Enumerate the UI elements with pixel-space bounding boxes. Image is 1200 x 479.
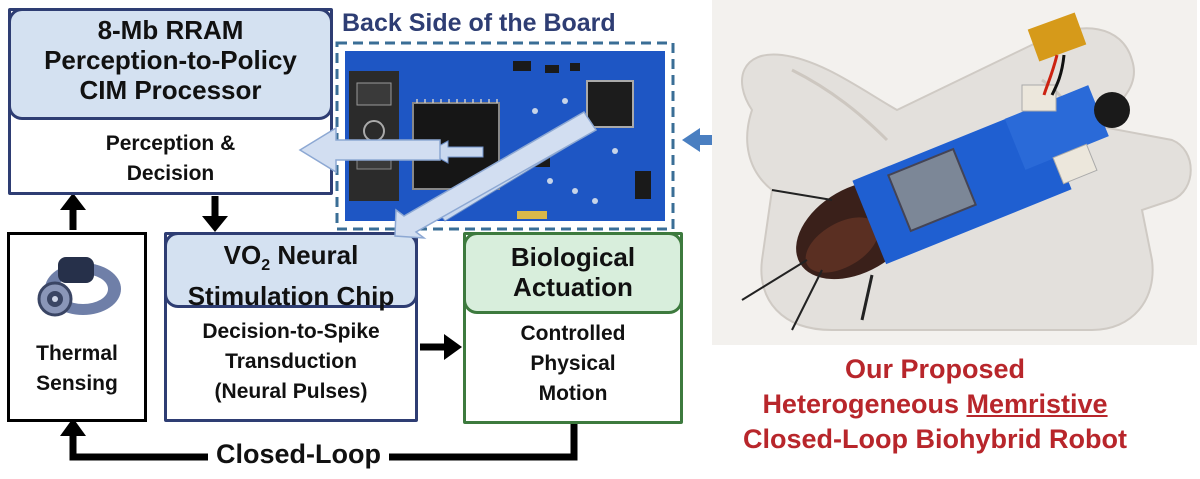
photo-to-board-arrow <box>682 128 722 152</box>
actuation-header: Biological Actuation <box>463 232 683 314</box>
actuation-body-line: Physical <box>530 352 616 375</box>
caption-line2: Heterogeneous Memristive <box>762 389 1108 419</box>
sensing-label-line: Sensing <box>36 372 118 395</box>
cim-processor-header: 8-Mb RRAM Perception-to-Policy CIM Proce… <box>8 8 333 120</box>
processor-body-line: Decision <box>126 162 215 185</box>
processor-body-line: Perception & <box>105 132 236 155</box>
chip-body-line: Transduction <box>225 350 357 373</box>
stimulation-chip-header: VO2 Neural Stimulation Chip <box>164 232 418 312</box>
actuation-title-line: Actuation <box>513 272 633 302</box>
caption-line1: Our Proposed <box>844 354 1026 384</box>
cim-processor-box: 8-Mb RRAM Perception-to-Policy CIM Proce… <box>8 8 333 195</box>
biological-actuation-box: Biological Actuation Controlled Physical… <box>463 232 683 424</box>
processor-title-line: 8-Mb RRAM <box>97 15 244 45</box>
closed-loop-label: Closed-Loop <box>208 437 389 471</box>
board-label: Back Side of the Board <box>342 9 616 37</box>
actuation-body-line: Motion <box>538 382 608 405</box>
actuation-body-line: Controlled <box>520 322 626 345</box>
chip-body-line: Decision-to-Spike <box>202 320 380 343</box>
robot-caption: Our Proposed Heterogeneous Memristive Cl… <box>680 352 1190 457</box>
chip-body-line: (Neural Pulses) <box>214 380 368 403</box>
chip-title-line2: Stimulation Chip <box>187 281 395 312</box>
thermal-sensor-band-icon <box>37 257 121 317</box>
actuation-title-line: Biological <box>510 242 636 272</box>
to-processor-arrow <box>298 126 441 174</box>
to-chip-arrow <box>394 110 598 239</box>
thermal-sensing-box: Thermal Sensing <box>7 232 147 422</box>
processor-title-line: Perception-to-Policy <box>44 45 297 75</box>
sensing-label-line: Thermal <box>36 342 118 365</box>
chip-title-line1: VO2 Neural <box>223 240 359 275</box>
processor-title-line: CIM Processor <box>79 75 262 105</box>
caption-line3: Closed-Loop Biohybrid Robot <box>743 424 1127 454</box>
closed-loop-arrowhead <box>60 418 86 436</box>
stimulation-chip-box: VO2 Neural Stimulation Chip Decision-to-… <box>164 232 418 422</box>
biohybrid-robot-photo <box>712 0 1197 345</box>
